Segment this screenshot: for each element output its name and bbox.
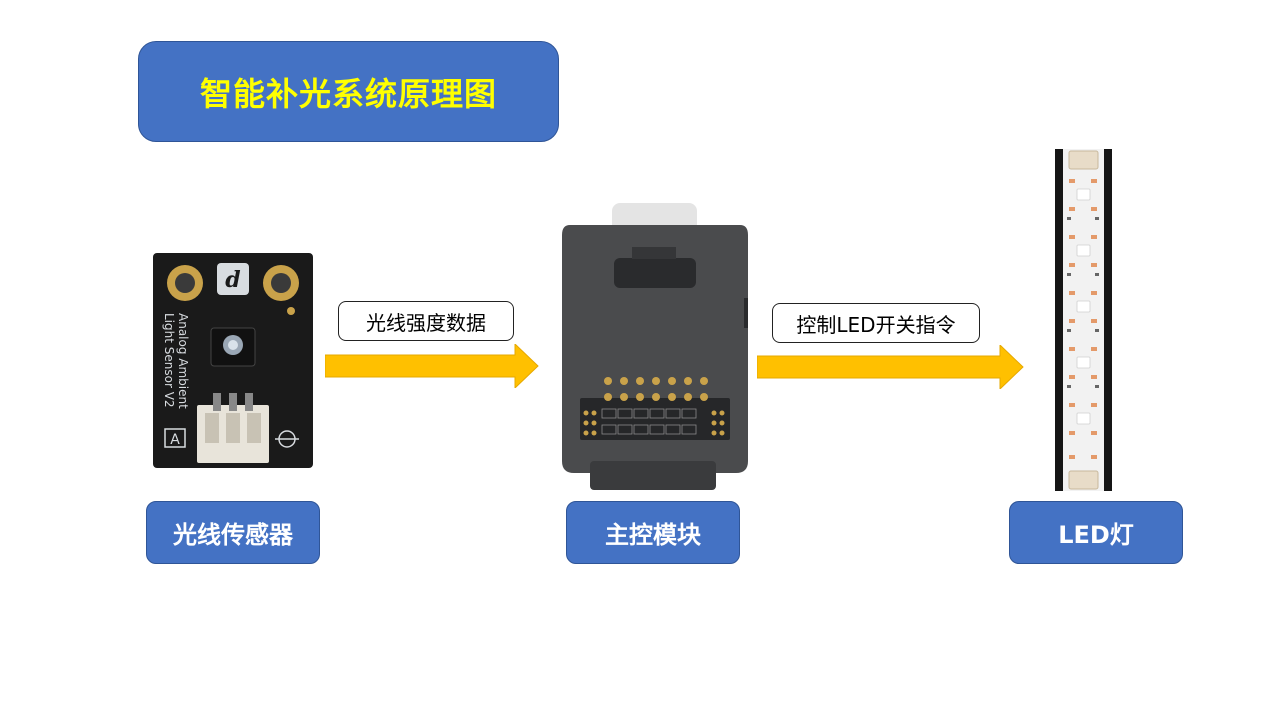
node-label-led: LED灯 bbox=[1009, 501, 1183, 564]
node-label-text: 主控模块 bbox=[605, 521, 701, 549]
svg-text:d: d bbox=[225, 267, 240, 293]
edge-label-text: 光线强度数据 bbox=[366, 310, 486, 335]
led-strip-image bbox=[1055, 149, 1112, 491]
edge-label-text: 控制LED开关指令 bbox=[796, 312, 956, 337]
node-label-text: LED灯 bbox=[1058, 521, 1134, 549]
arrow-controller-to-led bbox=[757, 345, 1024, 389]
controller-module-image bbox=[562, 203, 748, 490]
node-label-sensor: 光线传感器 bbox=[146, 501, 320, 564]
node-label-controller: 主控模块 bbox=[566, 501, 740, 564]
edge-label-controller-to-led: 控制LED开关指令 bbox=[772, 303, 980, 343]
light-sensor-image: d A Analog Ambient Light Sensor V2 bbox=[153, 253, 313, 468]
node-label-text: 光线传感器 bbox=[173, 521, 293, 549]
board-text-1: Analog Ambient bbox=[176, 313, 190, 409]
arrow-sensor-to-controller bbox=[325, 344, 539, 388]
edge-label-sensor-to-controller: 光线强度数据 bbox=[338, 301, 514, 341]
diagram-title: 智能补光系统原理图 bbox=[199, 74, 497, 113]
board-letter: A bbox=[170, 432, 180, 448]
board-text-2: Light Sensor V2 bbox=[162, 313, 176, 408]
title-box: 智能补光系统原理图 bbox=[138, 41, 559, 142]
